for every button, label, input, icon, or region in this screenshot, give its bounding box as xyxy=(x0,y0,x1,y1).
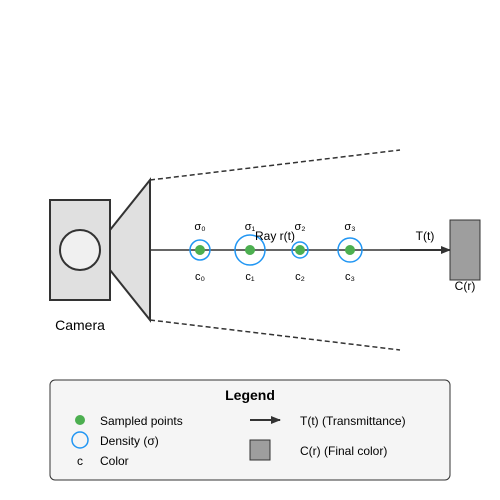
density-ring xyxy=(337,237,363,263)
legend-density-ring-icon xyxy=(71,431,89,449)
legend-title: Legend xyxy=(225,387,275,403)
ray-label: Ray r(t) xyxy=(255,229,295,243)
legend-final-color-label: C(r) (Final color) xyxy=(300,444,387,458)
legend-color-symbol: c xyxy=(77,454,83,468)
frustum-bottom-line xyxy=(149,319,401,351)
legend-final-color-swatch xyxy=(249,439,271,461)
legend-sampled-point-icon xyxy=(75,415,85,425)
sample-1: σ₁ c₁ xyxy=(234,221,266,283)
sample-point xyxy=(345,245,355,255)
transmittance-label: T(t) xyxy=(416,229,435,243)
sample-color-label: c₂ xyxy=(295,271,305,283)
camera-frustum xyxy=(109,177,151,323)
legend-transmittance-label: T(t) (Transmittance) xyxy=(300,414,406,428)
sample-color-label: c₁ xyxy=(245,271,255,283)
camera-label: Camera xyxy=(55,317,105,333)
sample-density-label: σ₀ xyxy=(194,221,205,233)
density-ring xyxy=(189,239,211,261)
density-ring xyxy=(291,241,309,259)
sample-0: σ₀ c₀ xyxy=(189,221,211,283)
sample-color-label: c₃ xyxy=(345,271,355,283)
frustum-top-line xyxy=(149,149,401,181)
sample-density-label: σ₃ xyxy=(344,221,355,233)
legend: Legend Sampled points Density (σ) c Colo… xyxy=(49,379,451,481)
legend-color-label: Color xyxy=(100,454,129,468)
sample-density-label: σ₂ xyxy=(294,221,305,233)
legend-density-label: Density (σ) xyxy=(100,434,159,448)
sample-point xyxy=(245,245,255,255)
sample-point xyxy=(295,245,305,255)
camera xyxy=(49,177,151,323)
legend-sampled-points-label: Sampled points xyxy=(100,414,183,428)
sample-density-label: σ₁ xyxy=(245,221,256,233)
sample-color-label: c₀ xyxy=(195,271,205,283)
legend-box xyxy=(49,379,451,481)
density-ring xyxy=(234,234,266,266)
camera-lens xyxy=(59,229,101,271)
sample-3: σ₃ c₃ xyxy=(337,221,363,283)
final-color-label: C(r) xyxy=(455,279,476,293)
sample-point xyxy=(195,245,205,255)
sample-2: σ₂ c₂ xyxy=(291,221,309,283)
final-color-box xyxy=(449,219,481,281)
